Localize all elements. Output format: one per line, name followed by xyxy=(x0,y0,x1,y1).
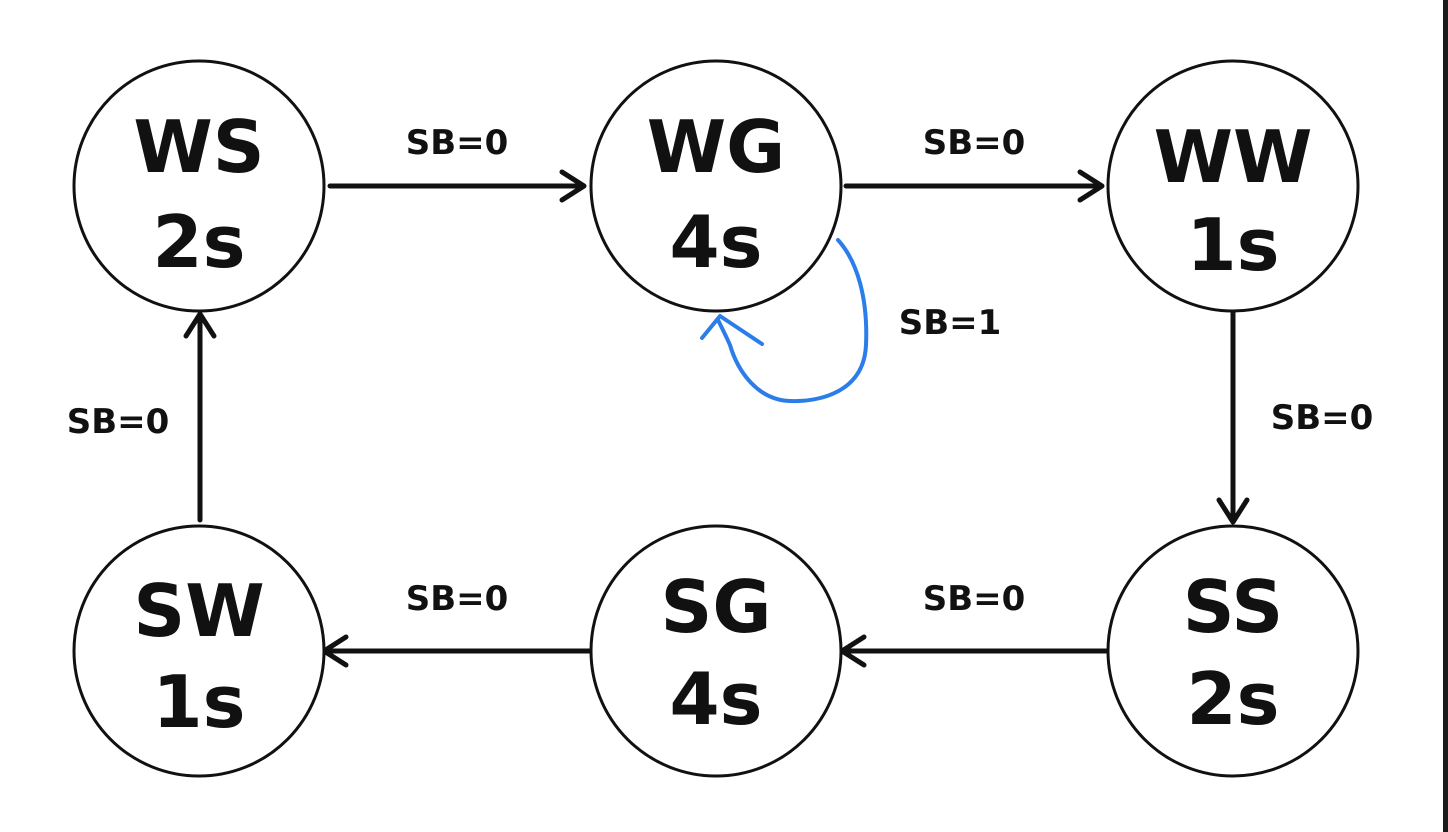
state-duration: 2s xyxy=(1187,657,1280,741)
state-ss: SS 2s xyxy=(1106,524,1360,778)
label-ss-to-sg: SB=0 xyxy=(923,579,1026,619)
edge-sw-to-ws xyxy=(183,311,217,523)
state-circle xyxy=(589,524,843,778)
state-circle xyxy=(589,59,843,313)
edge-ss-to-sg xyxy=(839,634,1109,668)
state-wg: WG 4s xyxy=(589,59,843,313)
label-ws-to-wg: SB=0 xyxy=(406,123,509,163)
state-duration: 4s xyxy=(670,657,763,741)
state-ww: WW 1s xyxy=(1106,59,1360,313)
label-sg-to-sw: SB=0 xyxy=(406,579,509,619)
state-sg: SG 4s xyxy=(589,524,843,778)
state-name: SG xyxy=(661,565,772,649)
state-circle xyxy=(72,524,326,778)
state-circle xyxy=(72,59,326,313)
state-name: SW xyxy=(133,569,264,653)
state-name: SS xyxy=(1183,565,1283,649)
self-loop-arrow-head xyxy=(700,314,764,346)
state-name: WS xyxy=(133,105,264,189)
state-duration: 2s xyxy=(153,200,246,284)
self-loop-wg xyxy=(700,238,869,404)
label-sw-to-ws: SB=0 xyxy=(67,402,170,442)
state-circle xyxy=(1106,524,1360,778)
edge-wg-to-ww xyxy=(843,169,1105,203)
state-duration: 4s xyxy=(670,200,763,284)
state-duration: 1s xyxy=(1187,203,1280,287)
state-name: WG xyxy=(647,105,786,189)
state-circle xyxy=(1106,59,1360,313)
window-edge xyxy=(1443,0,1448,832)
state-duration: 1s xyxy=(153,660,246,744)
state-sw: SW 1s xyxy=(72,524,326,778)
edge-ws-to-wg xyxy=(327,169,587,203)
edge-sg-to-sw xyxy=(321,634,593,668)
state-name: WW xyxy=(1154,115,1313,199)
state-ws: WS 2s xyxy=(72,59,326,313)
label-wg-self-loop: SB=1 xyxy=(899,303,1002,343)
self-loop-stroke xyxy=(716,238,869,404)
label-ww-to-ss: SB=0 xyxy=(1271,398,1374,438)
label-wg-to-ww: SB=0 xyxy=(923,123,1026,163)
edge-ww-to-ss xyxy=(1216,307,1250,525)
